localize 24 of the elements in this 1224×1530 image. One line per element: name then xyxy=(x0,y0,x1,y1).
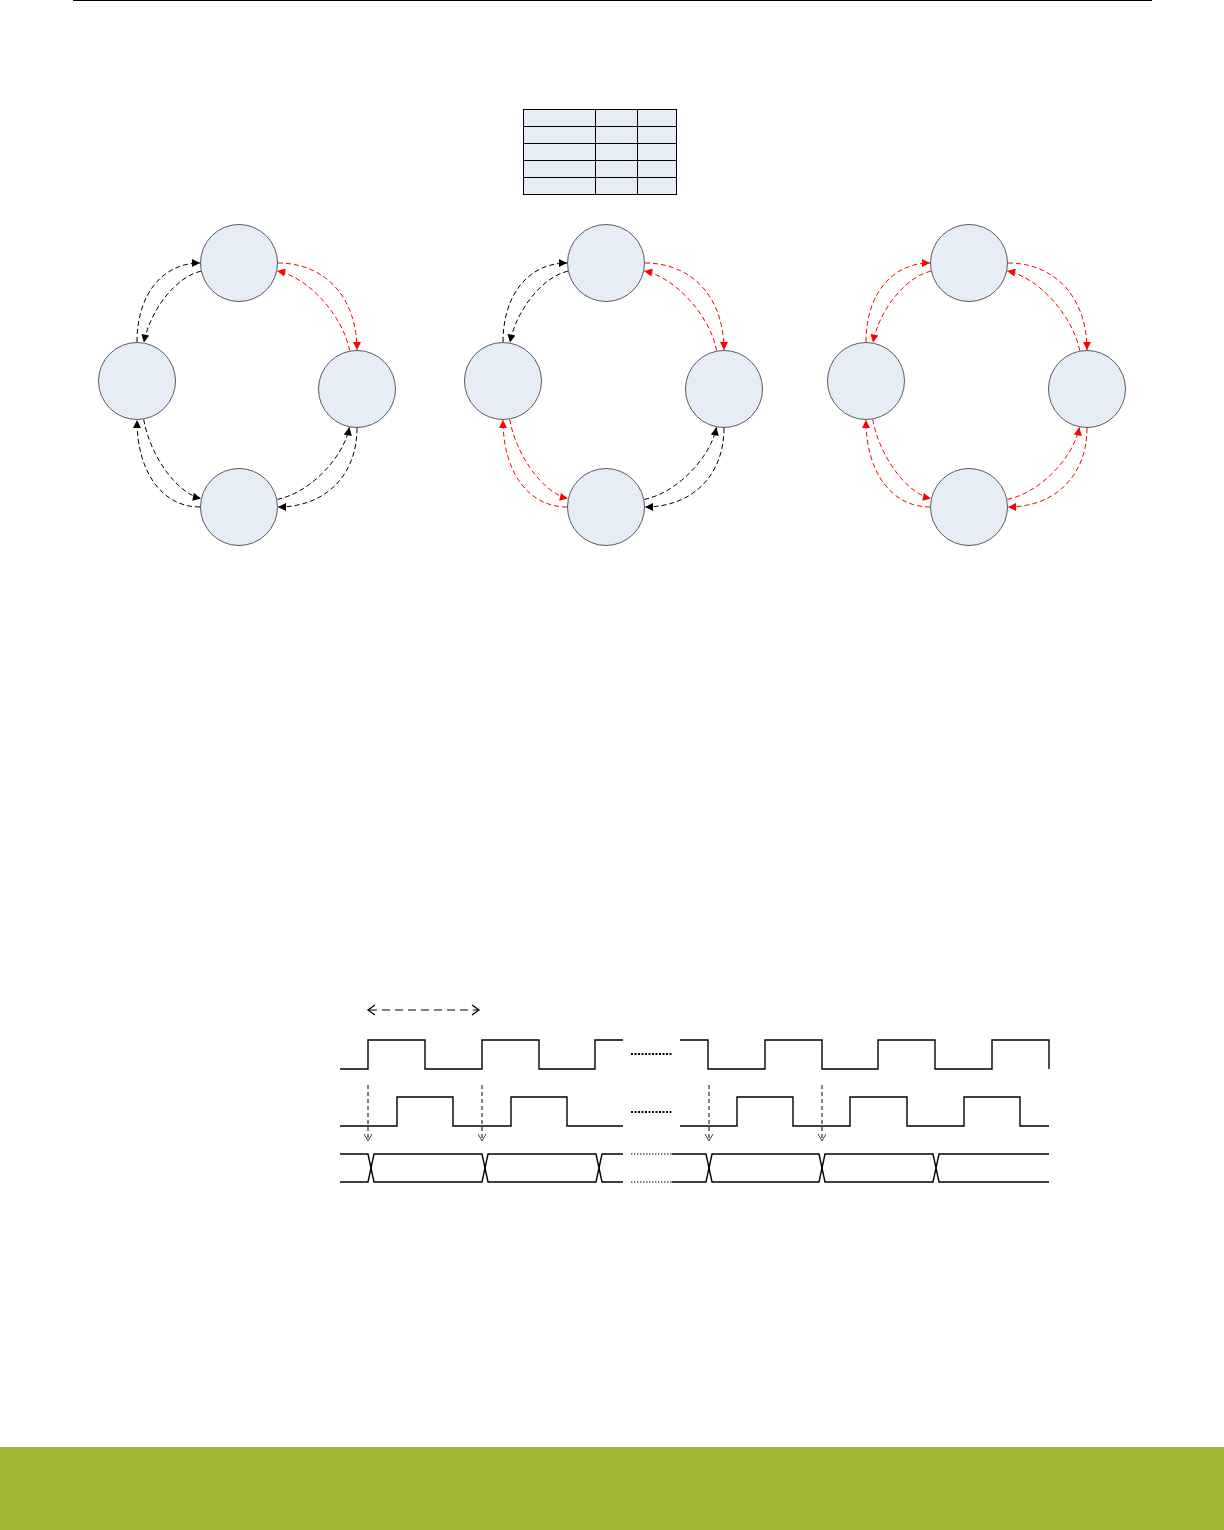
arrow xyxy=(644,427,725,511)
arrow xyxy=(1006,269,1081,352)
arrow xyxy=(141,270,202,344)
arrow xyxy=(276,269,351,352)
arrow xyxy=(1006,426,1082,500)
arrow xyxy=(862,419,931,508)
arrow xyxy=(644,262,728,351)
arrow xyxy=(136,259,201,343)
arrow xyxy=(133,419,201,508)
arrow xyxy=(872,418,932,500)
arrow xyxy=(499,419,568,508)
arrow xyxy=(277,427,358,511)
arrow xyxy=(143,418,202,500)
arrow xyxy=(643,426,719,500)
arrow xyxy=(1007,427,1088,511)
arrow xyxy=(276,426,352,500)
arrow xyxy=(865,259,931,343)
arrow xyxy=(277,262,361,351)
arrow xyxy=(1007,262,1091,351)
arrow xyxy=(509,418,569,500)
arrow xyxy=(502,259,568,343)
arrow xyxy=(507,270,569,344)
arrow xyxy=(643,269,718,352)
arrow xyxy=(870,270,932,344)
